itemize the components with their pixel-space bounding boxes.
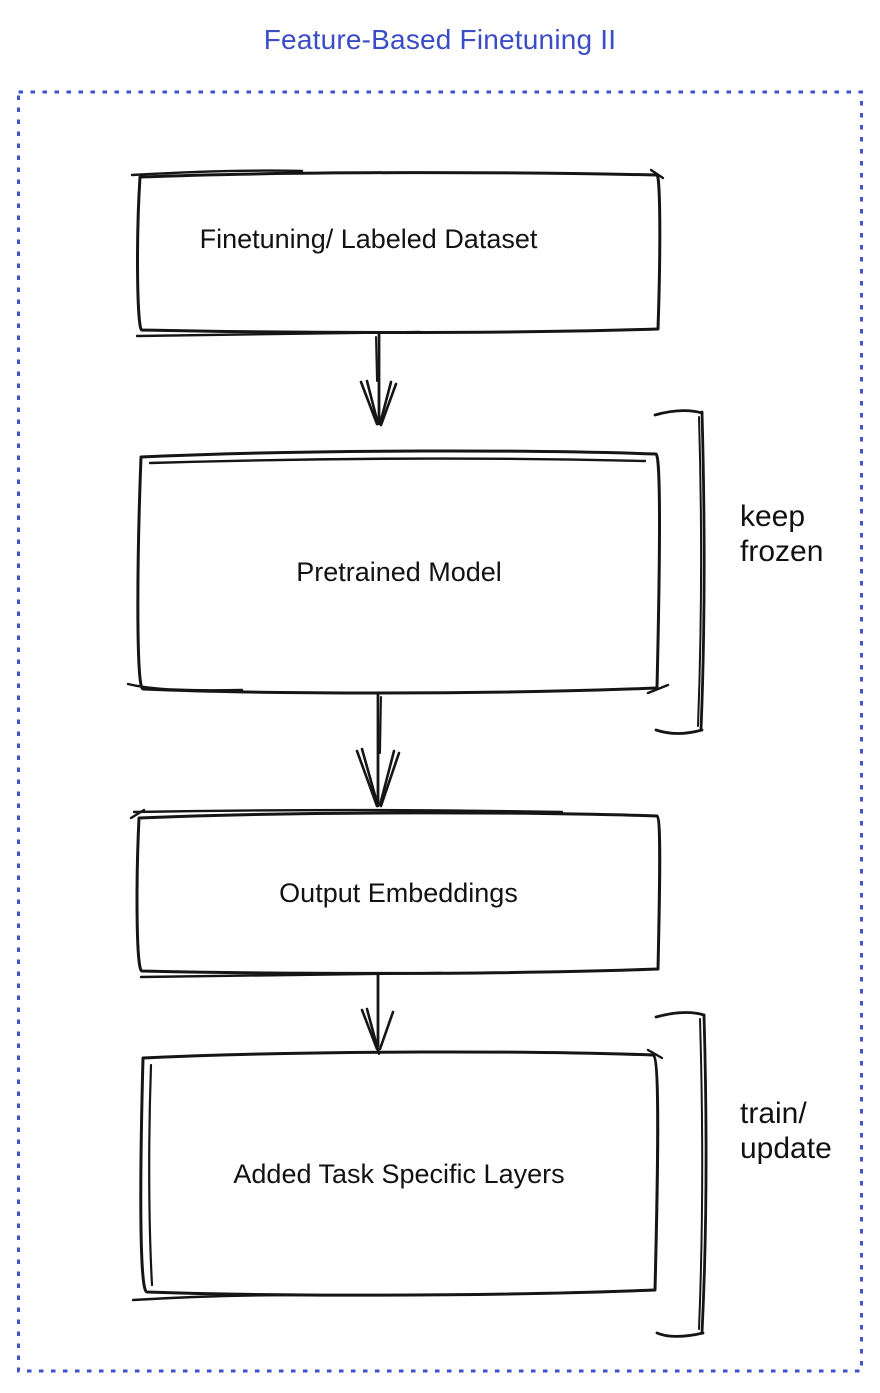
node-task-layers-box — [131, 1048, 664, 1302]
dashed-border-frame — [17, 90, 863, 1373]
node-dataset-label: Finetuning/ Labeled Dataset — [199, 223, 538, 254]
diagram-title: Feature-Based Finetuning II — [263, 24, 617, 55]
node-pretrained-box — [126, 449, 670, 695]
train-update-bracket — [654, 1011, 708, 1338]
flow-arrow-2-icon — [355, 692, 401, 808]
train-update-label: train/ update — [740, 1097, 832, 1165]
flow-arrow-3-icon — [360, 973, 395, 1055]
keep-frozen-bracket — [653, 409, 706, 735]
node-embeddings-label: Output Embeddings — [279, 877, 518, 908]
flow-arrow-1-icon — [359, 332, 398, 427]
node-pretrained-label: Pretrained Model — [296, 556, 502, 587]
keep-frozen-label: keep frozen — [740, 500, 824, 568]
node-task-layers-label: Added Task Specific Layers — [233, 1158, 565, 1189]
node-dataset-box — [130, 168, 665, 338]
node-embeddings-box — [129, 808, 662, 979]
